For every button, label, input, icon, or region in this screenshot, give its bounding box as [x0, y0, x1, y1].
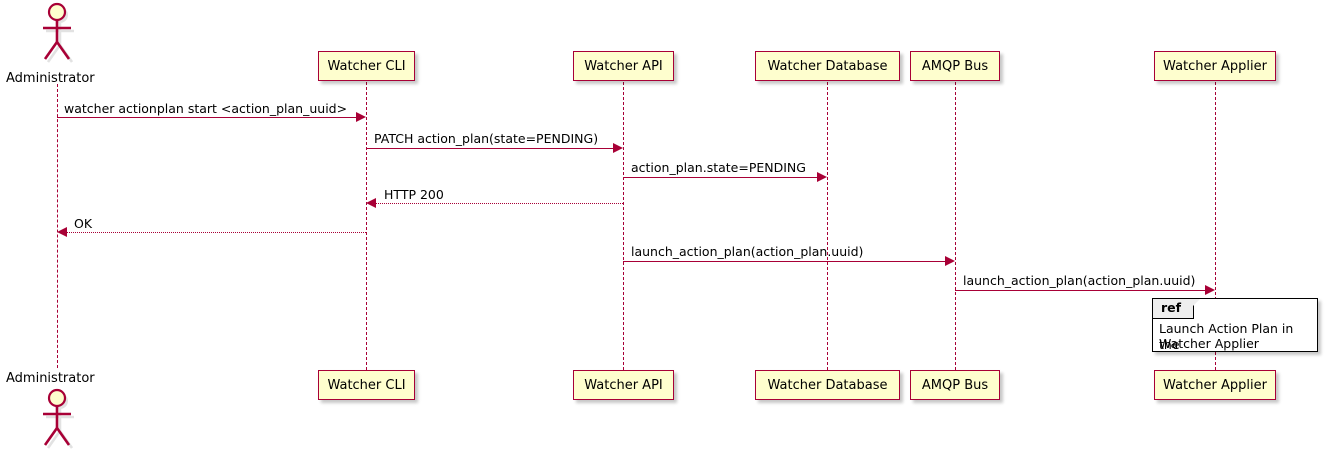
participant-label: Watcher CLI — [327, 58, 406, 74]
ref-fragment-tab-notch — [1190, 299, 1200, 309]
message-line-7 — [955, 290, 1205, 291]
actor-label-administrator-bottom: Administrator — [6, 371, 95, 386]
lifeline-watcher-cli — [366, 82, 367, 370]
message-label-4: HTTP 200 — [384, 187, 444, 202]
message-arrowhead-1 — [356, 112, 366, 122]
ref-fragment-body-line1: Launch Action Plan in the — [1159, 321, 1294, 352]
ref-fragment-body-line2: Watcher Applier — [1159, 336, 1259, 351]
message-arrowhead-2 — [613, 143, 623, 153]
message-arrowhead-4 — [366, 198, 376, 208]
participant-watcher-applier-bottom[interactable]: Watcher Applier — [1154, 370, 1276, 400]
message-label-5: OK — [74, 216, 93, 231]
message-arrowhead-6 — [945, 256, 955, 266]
participant-watcher-cli-bottom[interactable]: Watcher CLI — [318, 370, 415, 400]
participant-label: Watcher Applier — [1163, 58, 1267, 74]
participant-label: Watcher Database — [767, 377, 888, 393]
message-line-5 — [67, 232, 366, 233]
participant-watcher-applier-top[interactable]: Watcher Applier — [1154, 51, 1276, 81]
lifeline-watcher-database — [827, 82, 828, 370]
ref-fragment: ref Launch Action Plan in the Watcher Ap… — [1152, 298, 1318, 352]
ref-fragment-tab-label: ref — [1161, 300, 1182, 315]
message-line-6 — [623, 261, 945, 262]
message-arrowhead-3 — [817, 172, 827, 182]
participant-amqp-bus-bottom[interactable]: AMQP Bus — [910, 370, 1000, 400]
ref-fragment-tab: ref — [1153, 299, 1195, 319]
lifeline-watcher-applier — [1215, 82, 1216, 370]
participant-watcher-api-top[interactable]: Watcher API — [573, 51, 674, 81]
message-line-3 — [623, 177, 817, 178]
participant-label: Watcher API — [584, 377, 663, 393]
participant-watcher-api-bottom[interactable]: Watcher API — [573, 370, 674, 400]
participant-label: Watcher CLI — [327, 377, 406, 393]
participant-watcher-database-bottom[interactable]: Watcher Database — [755, 370, 900, 400]
message-label-6: launch_action_plan(action_plan.uuid) — [631, 244, 864, 259]
actor-label-administrator-top: Administrator — [6, 71, 95, 86]
participant-label: Watcher Database — [767, 58, 888, 74]
participant-label: Watcher Applier — [1163, 377, 1267, 393]
message-arrowhead-5 — [57, 227, 67, 237]
message-label-1: watcher actionplan start <action_plan_uu… — [64, 101, 348, 116]
actor-administrator-top — [32, 2, 92, 64]
participant-label: Watcher API — [584, 58, 663, 74]
participant-label: AMQP Bus — [921, 58, 989, 74]
message-line-4 — [376, 203, 623, 204]
message-arrowhead-7 — [1205, 285, 1215, 295]
participant-watcher-database-top[interactable]: Watcher Database — [755, 51, 900, 81]
participant-label: AMQP Bus — [921, 377, 989, 393]
message-label-7: launch_action_plan(action_plan.uuid) — [963, 273, 1196, 288]
actor-stick-figure-icon — [43, 388, 74, 449]
lifeline-amqp-bus — [955, 82, 956, 370]
participant-amqp-bus-top[interactable]: AMQP Bus — [910, 51, 1000, 81]
actor-administrator-bottom — [32, 388, 92, 450]
message-line-1 — [57, 117, 357, 118]
actor-stick-figure-icon — [43, 2, 74, 63]
message-label-2: PATCH action_plan(state=PENDING) — [374, 131, 599, 146]
lifeline-watcher-api — [623, 82, 624, 370]
message-label-3: action_plan.state=PENDING — [631, 160, 806, 175]
message-line-2 — [366, 148, 613, 149]
lifeline-administrator — [57, 84, 58, 368]
participant-watcher-cli-top[interactable]: Watcher CLI — [318, 51, 415, 81]
